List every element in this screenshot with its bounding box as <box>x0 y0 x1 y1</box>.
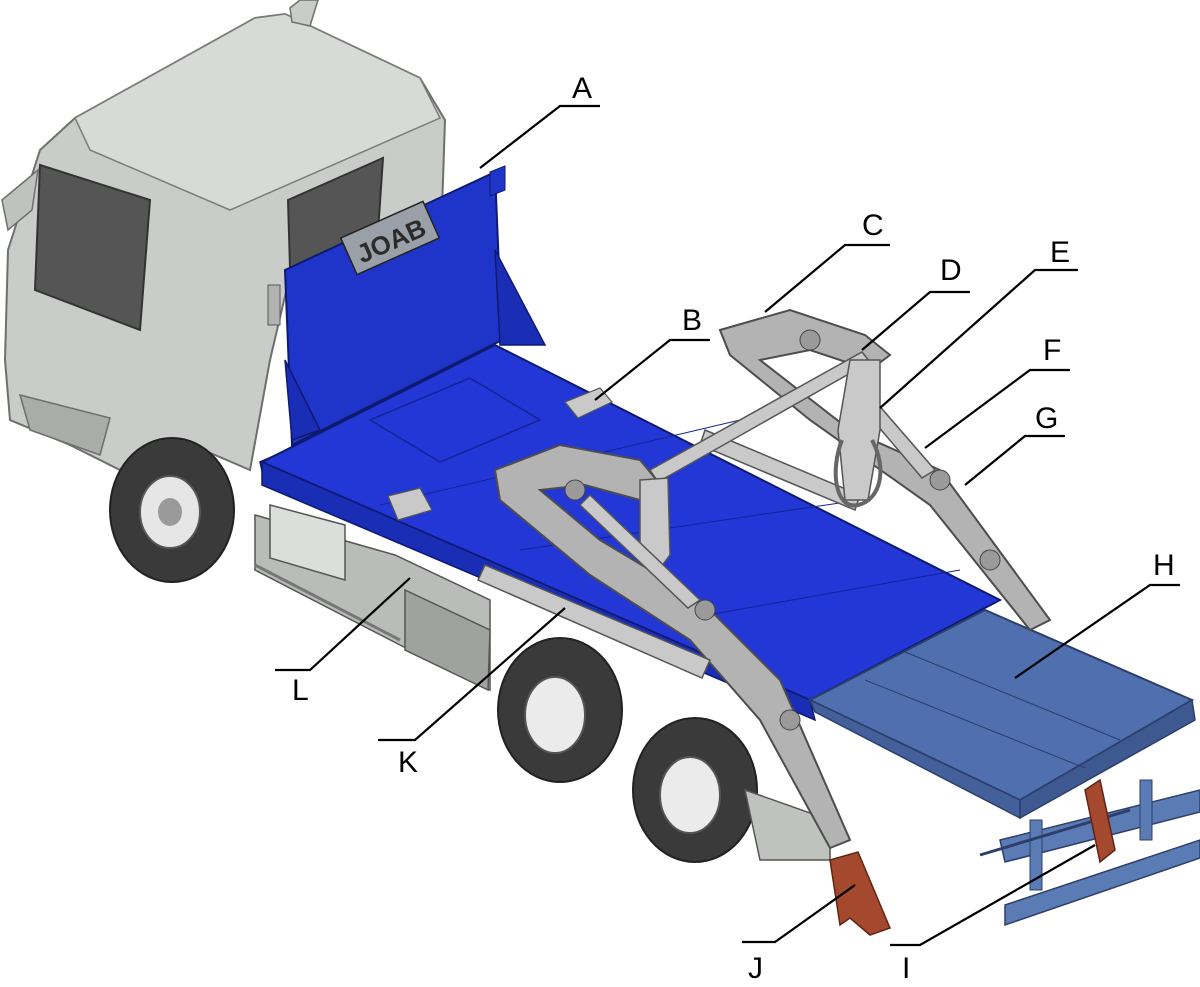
front-stabiliser-leg <box>829 851 892 936</box>
truck-cab <box>1 0 447 472</box>
callout-labels: A B C D E F G H I J K L <box>292 72 1175 985</box>
rear-wheel-2 <box>632 717 758 863</box>
rear-wheel-1 <box>497 637 623 783</box>
label-k: K <box>398 746 418 779</box>
label-l: L <box>292 674 309 707</box>
label-d: D <box>940 254 962 287</box>
logo-plate <box>339 200 441 276</box>
front-cylinders <box>476 493 711 679</box>
label-h: H <box>1153 549 1175 582</box>
label-c: C <box>862 209 884 242</box>
label-j: J <box>748 952 763 985</box>
label-i: I <box>902 952 910 985</box>
label-b: B <box>682 304 702 337</box>
label-a: A <box>572 72 592 105</box>
rear-stabiliser-leg <box>1084 778 1116 864</box>
label-g: G <box>1035 402 1058 435</box>
label-e: E <box>1050 236 1070 269</box>
front-wheel <box>109 437 235 583</box>
deck-extension <box>807 608 1200 927</box>
leader-lines <box>275 104 1180 947</box>
label-f: F <box>1043 334 1061 367</box>
wheels <box>109 437 758 863</box>
rear-chain <box>833 359 883 508</box>
chassis-side <box>254 504 491 692</box>
